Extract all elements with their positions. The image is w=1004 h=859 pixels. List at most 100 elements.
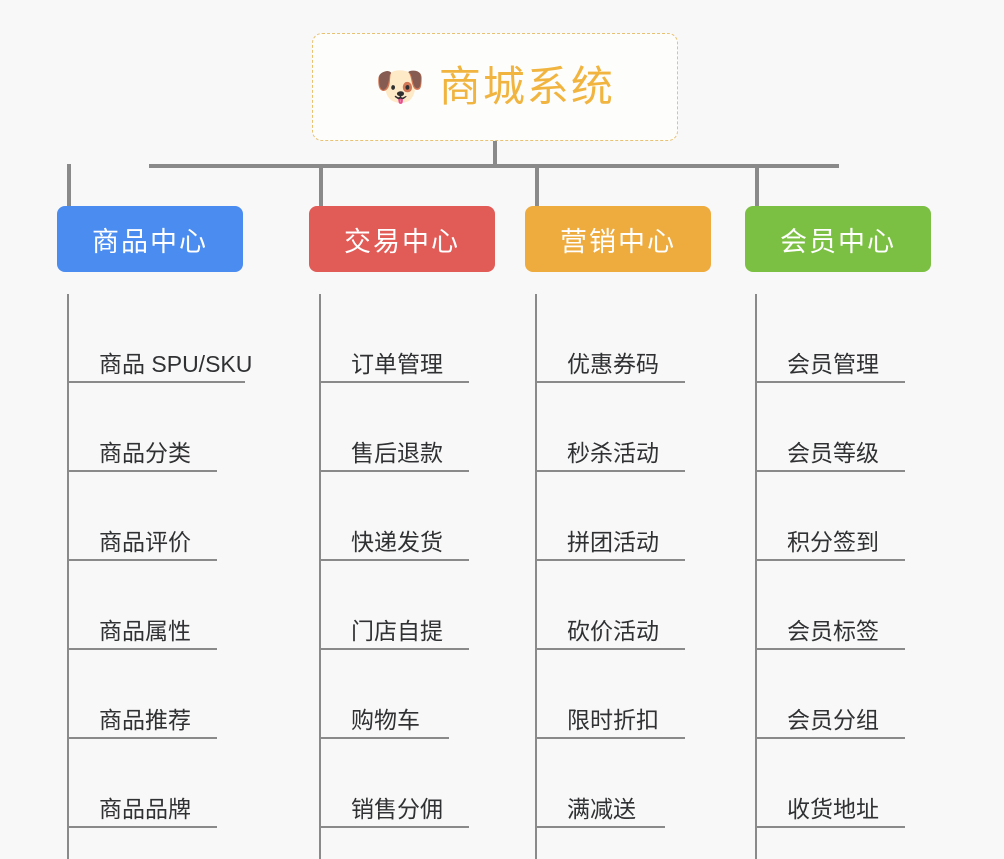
leaf-item[interactable]: 会员管理 — [747, 294, 931, 383]
connector-drop-trade-center — [319, 164, 323, 206]
leaf-item[interactable]: 购物车 — [311, 650, 495, 739]
leaf-item-label: 购物车 — [351, 706, 420, 733]
leaf-item[interactable]: 商品推荐 — [59, 650, 258, 739]
column-header-member-center[interactable]: 会员中心 — [745, 206, 931, 272]
connector-horizontal-bus — [149, 164, 839, 168]
leaf-item-label: 商品属性 — [99, 617, 191, 644]
leaf-item[interactable]: 订单管理 — [311, 294, 495, 383]
leaf-item-underline — [69, 559, 217, 561]
leaf-item-label: 商品分类 — [99, 439, 191, 466]
leaf-item-underline — [321, 826, 469, 828]
column-header-label: 商品中心 — [92, 226, 208, 257]
leaf-item[interactable]: 门店自提 — [311, 561, 495, 650]
leaf-item-underline — [757, 826, 905, 828]
leaf-item-label: 商品评价 — [99, 528, 191, 555]
leaf-item-underline — [537, 737, 685, 739]
leaf-item-underline — [321, 381, 469, 383]
column-body-member-center: 会员管理会员等级积分签到会员标签会员分组收货地址 — [745, 294, 931, 859]
leaf-item-underline — [69, 470, 217, 472]
leaf-item[interactable]: 会员标签 — [747, 561, 931, 650]
leaf-item-underline — [537, 470, 685, 472]
leaf-item-label: 满减送 — [567, 795, 636, 822]
leaf-item-label: 拼团活动 — [567, 528, 659, 555]
leaf-item-underline — [321, 648, 469, 650]
leaf-item[interactable]: 快递发货 — [311, 472, 495, 561]
leaf-item-label: 商品 SPU/SKU — [99, 350, 253, 377]
leaf-item-label: 砍价活动 — [567, 617, 659, 644]
leaf-item-label: 门店自提 — [351, 617, 443, 644]
column-trade-center: 交易中心订单管理售后退款快递发货门店自提购物车销售分佣 — [309, 206, 495, 859]
leaf-item-underline — [757, 470, 905, 472]
leaf-item[interactable]: 售后退款 — [311, 383, 495, 472]
leaf-item-underline — [537, 381, 685, 383]
leaf-item[interactable]: 砍价活动 — [527, 561, 711, 650]
leaf-item-underline — [757, 559, 905, 561]
column-header-label: 营销中心 — [560, 226, 676, 257]
leaf-item[interactable]: 满减送 — [527, 739, 711, 828]
leaf-item-label: 秒杀活动 — [567, 439, 659, 466]
leaf-item[interactable]: 销售分佣 — [311, 739, 495, 828]
leaf-item-label: 商品品牌 — [99, 795, 191, 822]
leaf-item-label: 收货地址 — [787, 795, 879, 822]
leaf-item[interactable]: 商品属性 — [59, 561, 258, 650]
leaf-item[interactable]: 拼团活动 — [527, 472, 711, 561]
root-title: 商城系统 — [438, 63, 615, 110]
leaf-item-underline — [321, 737, 449, 739]
leaf-item-label: 商品推荐 — [99, 706, 191, 733]
column-body-trade-center: 订单管理售后退款快递发货门店自提购物车销售分佣 — [309, 294, 495, 859]
leaf-item-underline — [321, 559, 469, 561]
leaf-item-underline — [757, 737, 905, 739]
leaf-item-label: 会员分组 — [787, 706, 879, 733]
leaf-item[interactable]: 商品分类 — [59, 383, 258, 472]
leaf-item[interactable]: 会员等级 — [747, 383, 931, 472]
shiba-dog-face-icon: 🐶 — [375, 65, 425, 109]
column-trunk-marketing-center — [535, 294, 537, 859]
leaf-item-underline — [537, 648, 685, 650]
leaf-item-underline — [69, 381, 245, 383]
leaf-item-underline — [757, 381, 905, 383]
column-header-label: 会员中心 — [780, 226, 896, 257]
leaf-item[interactable]: 商品 SPU/SKU — [59, 294, 258, 383]
column-product-center: 商品中心商品 SPU/SKU 商品分类商品评价商品属性商品推荐商品品牌 — [57, 206, 258, 859]
column-header-label: 交易中心 — [344, 226, 460, 257]
leaf-item[interactable]: 商品品牌 — [59, 739, 258, 828]
column-body-product-center: 商品 SPU/SKU 商品分类商品评价商品属性商品推荐商品品牌 — [57, 294, 258, 859]
leaf-item-label: 售后退款 — [351, 439, 443, 466]
leaf-item-label: 订单管理 — [351, 350, 443, 377]
mindmap-canvas: 🐶 商城系统 商品中心商品 SPU/SKU 商品分类商品评价商品属性商品推荐商品品… — [57, 33, 931, 859]
leaf-item[interactable]: 限时折扣 — [527, 650, 711, 739]
leaf-item-underline — [321, 470, 469, 472]
leaf-item-underline — [757, 648, 905, 650]
connector-drop-member-center — [755, 164, 759, 206]
leaf-item-label: 会员等级 — [787, 439, 879, 466]
connector-drop-product-center — [67, 164, 71, 206]
column-member-center: 会员中心会员管理会员等级积分签到会员标签会员分组收货地址 — [745, 206, 931, 859]
leaf-item-underline — [69, 648, 217, 650]
leaf-item-label: 销售分佣 — [351, 795, 443, 822]
leaf-item[interactable]: 收货地址 — [747, 739, 931, 828]
leaf-item-underline — [69, 737, 217, 739]
leaf-item-label: 积分签到 — [787, 528, 879, 555]
column-trunk-trade-center — [319, 294, 321, 859]
connector-root-stem — [493, 141, 497, 166]
leaf-item[interactable]: 优惠券码 — [527, 294, 711, 383]
leaf-item-label: 优惠券码 — [567, 350, 659, 377]
leaf-item[interactable]: 会员分组 — [747, 650, 931, 739]
root-node[interactable]: 🐶 商城系统 — [312, 33, 678, 141]
leaf-item-underline — [69, 826, 217, 828]
column-header-marketing-center[interactable]: 营销中心 — [525, 206, 711, 272]
leaf-item-label: 限时折扣 — [567, 706, 659, 733]
leaf-item[interactable]: 秒杀活动 — [527, 383, 711, 472]
leaf-item-label: 会员标签 — [787, 617, 879, 644]
column-body-marketing-center: 优惠券码秒杀活动拼团活动砍价活动限时折扣满减送 — [525, 294, 711, 859]
leaf-item[interactable]: 商品评价 — [59, 472, 258, 561]
leaf-item-underline — [537, 559, 685, 561]
leaf-item-label: 会员管理 — [787, 350, 879, 377]
connector-drop-marketing-center — [535, 164, 539, 206]
column-trunk-product-center — [67, 294, 69, 859]
leaf-item[interactable]: 积分签到 — [747, 472, 931, 561]
leaf-item-label: 快递发货 — [351, 528, 443, 555]
column-marketing-center: 营销中心优惠券码秒杀活动拼团活动砍价活动限时折扣满减送 — [525, 206, 711, 859]
column-header-trade-center[interactable]: 交易中心 — [309, 206, 495, 272]
column-header-product-center[interactable]: 商品中心 — [57, 206, 243, 272]
